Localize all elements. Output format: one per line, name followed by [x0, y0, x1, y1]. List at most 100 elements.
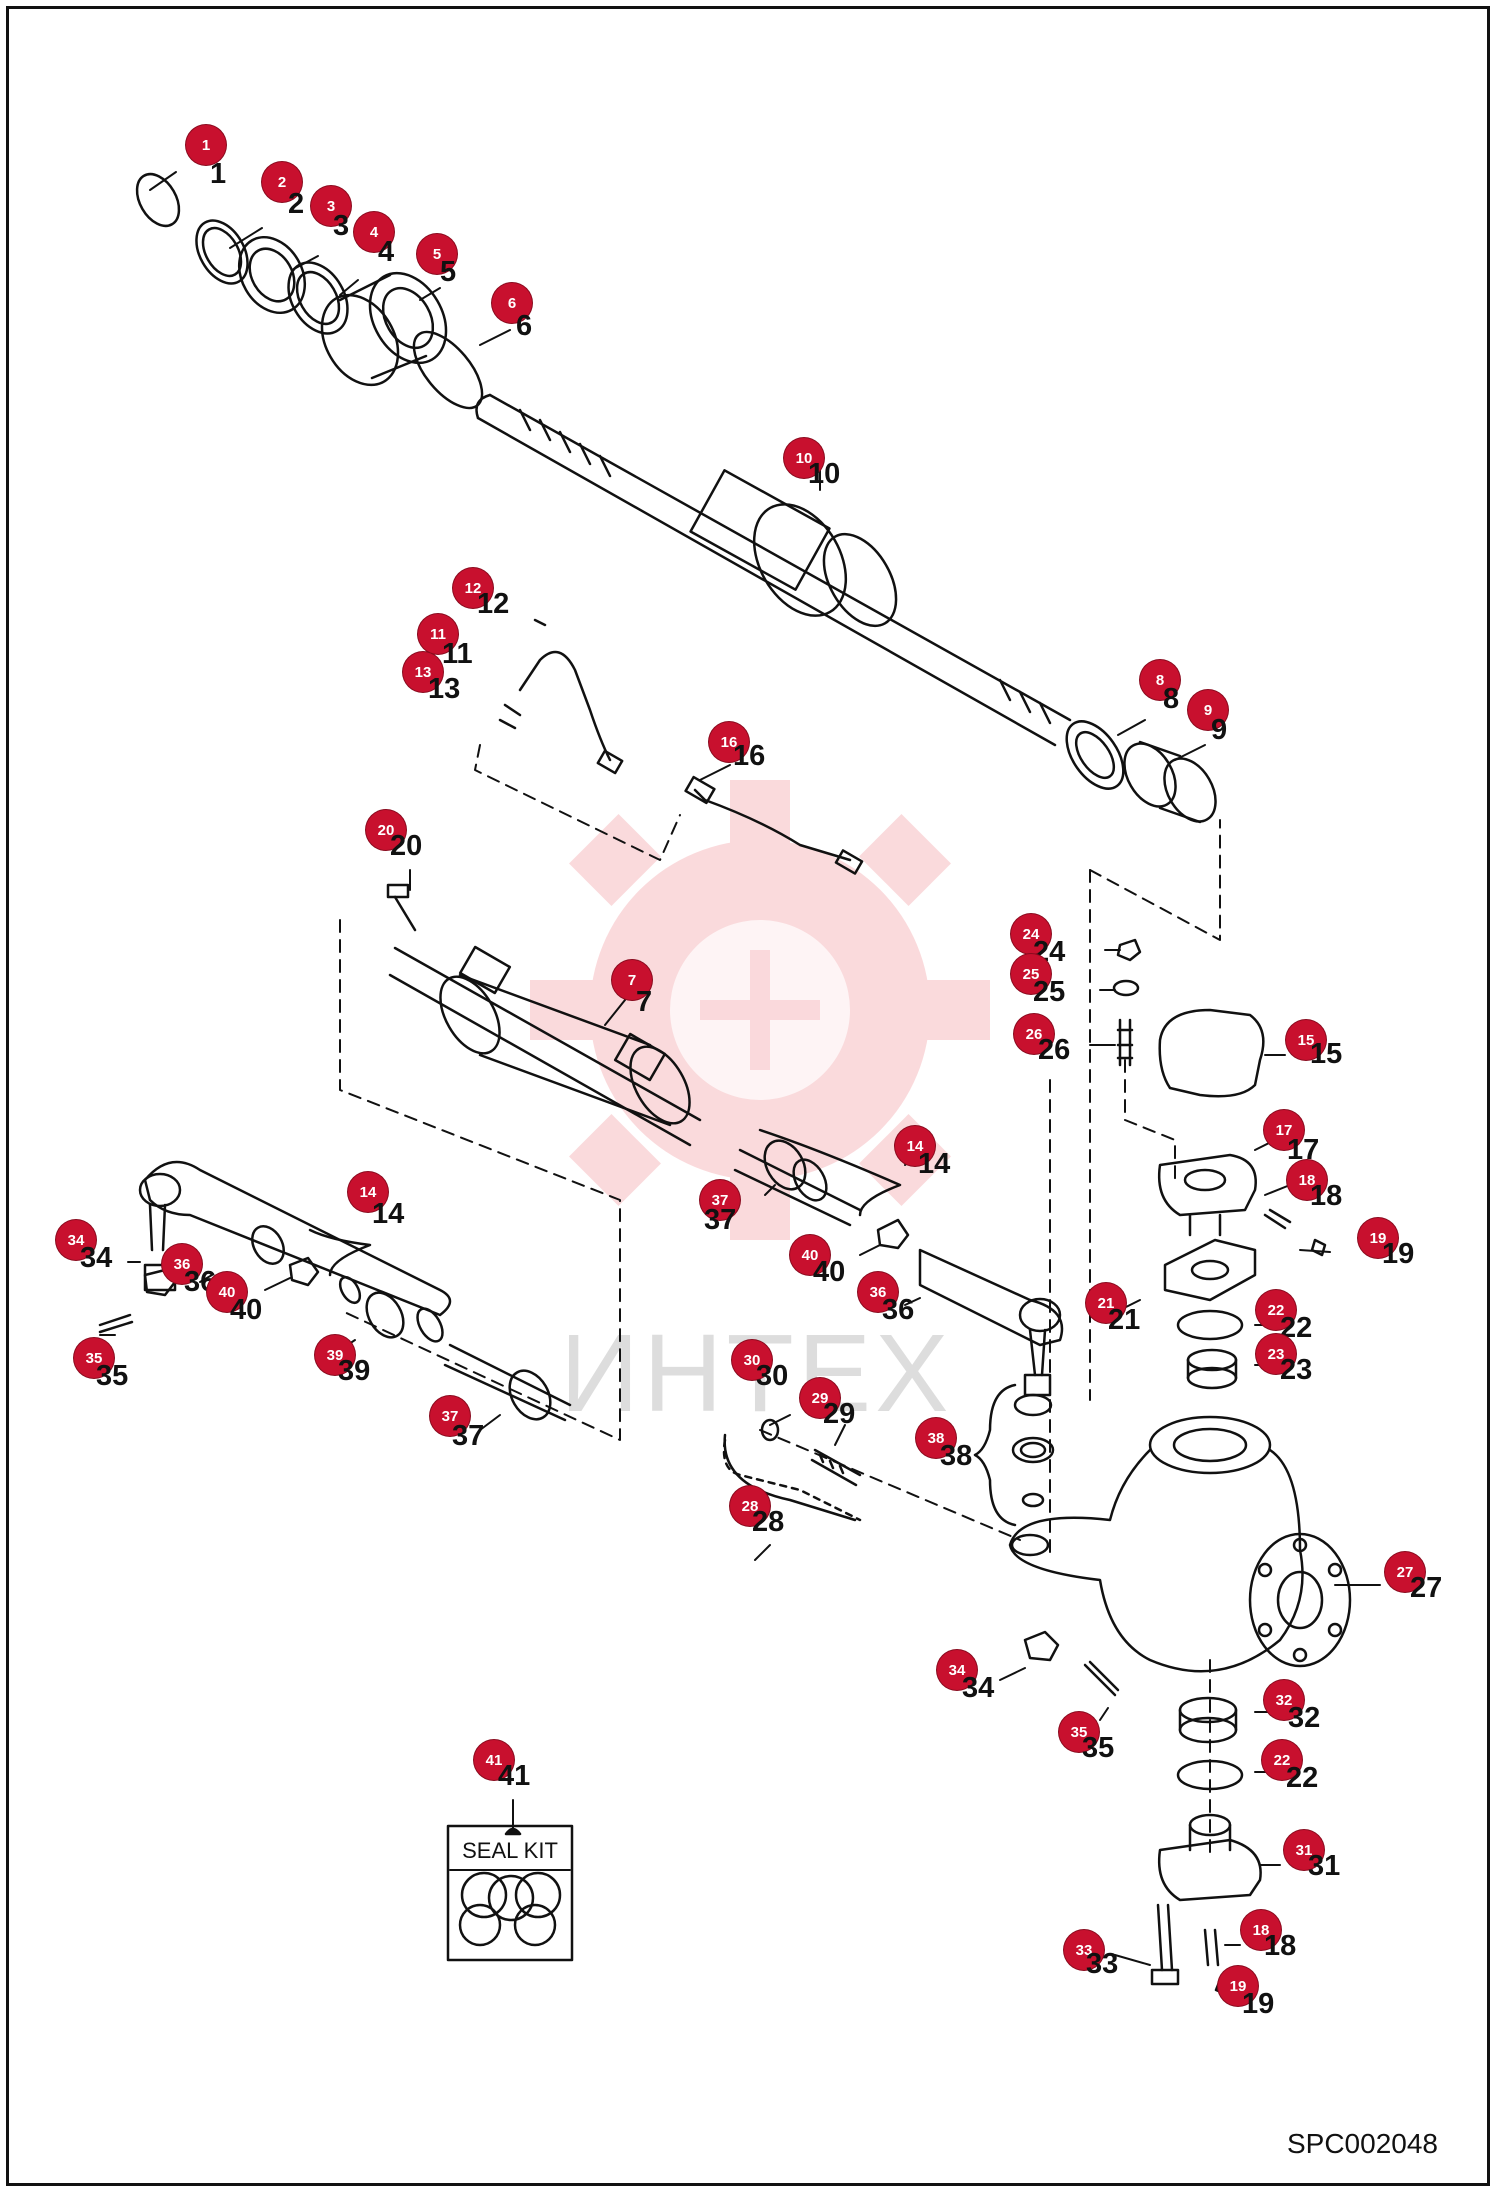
callout-badge[interactable]: 36 [858, 1272, 898, 1312]
callout-badge[interactable]: 40 [207, 1272, 247, 1312]
cotter-pin-35-lower [1083, 1660, 1120, 1697]
callout-badge[interactable]: 6 [492, 283, 532, 323]
part-number-label: 18 [1264, 1930, 1297, 1962]
callout-badge[interactable]: 7 [612, 960, 652, 1000]
seal-kit-label: SEAL KIT [462, 1838, 558, 1863]
brace-14-right [758, 1128, 902, 1217]
part-number-label: 18 [1310, 1180, 1343, 1212]
callout-badge[interactable]: 4 [354, 212, 394, 252]
part-number-label: 23 [1280, 1354, 1313, 1386]
callout-badge[interactable]: 35 [1059, 1712, 1099, 1752]
part-number-label: 40 [230, 1294, 263, 1326]
callout-badge[interactable]: 29 [800, 1378, 840, 1418]
callout-badge[interactable]: 15 [1286, 1020, 1326, 1060]
stud-26 [1116, 1018, 1134, 1067]
nut-40-right [876, 1218, 910, 1250]
bolt-33 [1150, 1903, 1180, 1986]
callout-badge[interactable]: 27 [1385, 1552, 1425, 1592]
callout-badge[interactable]: 9 [1188, 690, 1228, 730]
callout-badge[interactable]: 38 [916, 1418, 956, 1458]
part-number-label: 8 [1163, 683, 1180, 715]
part-number-label: 39 [338, 1355, 371, 1387]
nut-40-left [288, 1256, 320, 1287]
part-number-label: 27 [1410, 1572, 1443, 1604]
steering-knuckle-27 [1008, 1415, 1352, 1673]
callout-badge[interactable]: 17 [1264, 1110, 1304, 1150]
callout-badge[interactable]: 1 [186, 125, 226, 165]
bushing-9 [1123, 740, 1217, 824]
callout-badge[interactable]: 18 [1287, 1160, 1327, 1200]
callout-badge[interactable]: 26 [1014, 1014, 1054, 1054]
part-number-label: 3 [333, 210, 350, 242]
callout-badge[interactable]: 2 [262, 162, 302, 202]
callout-badge[interactable]: 25 [1011, 954, 1051, 994]
callout-badge[interactable]: 3 [311, 186, 351, 226]
harness-16 [684, 775, 864, 875]
part-number-label: 34 [80, 1242, 113, 1274]
bearing-23 [1186, 1348, 1238, 1390]
callout-badge[interactable]: 34 [56, 1220, 96, 1260]
part-number-label: 4 [378, 236, 395, 268]
o-ring-6 [412, 330, 484, 410]
cotter-pin-35-left [98, 1313, 134, 1334]
steering-cylinder-7 [388, 945, 702, 1147]
callout-badge[interactable]: 12 [453, 568, 493, 608]
callout-badge[interactable]: 19 [1358, 1218, 1398, 1258]
callout-badge[interactable]: 30 [732, 1340, 772, 1380]
snap-ring-1 [135, 172, 181, 228]
kingpin-cap-31 [1157, 1813, 1262, 1902]
o-ring-22-bottom [1176, 1759, 1244, 1791]
brace-14-left [308, 1228, 372, 1277]
nut-24 [1116, 938, 1142, 962]
callout-badge[interactable]: 21 [1086, 1283, 1126, 1323]
part-number-label: 16 [733, 740, 766, 772]
part-number-label: 7 [636, 986, 653, 1018]
callout-badge[interactable]: 39 [315, 1335, 355, 1375]
callout-badge[interactable]: 32 [1264, 1680, 1304, 1720]
callout-badge[interactable]: 18 [1241, 1910, 1281, 1950]
speed-sensor-11 [498, 618, 624, 775]
o-ring-22-top [1176, 1309, 1244, 1341]
part-number-label: 31 [1308, 1850, 1341, 1882]
washer-25 [1112, 979, 1140, 997]
callout-badge[interactable]: 22 [1262, 1740, 1302, 1780]
callout-badge[interactable]: 33 [1064, 1930, 1104, 1970]
callout-badge[interactable]: 37 [430, 1396, 470, 1436]
callout-badge[interactable]: 34 [937, 1650, 977, 1690]
callout-badge[interactable]: 13 [403, 652, 443, 692]
part-number-label: 36 [882, 1294, 915, 1326]
part-number-label: 38 [940, 1440, 973, 1472]
callout-badge[interactable]: 36 [162, 1244, 202, 1284]
callout-badge[interactable]: 40 [790, 1235, 830, 1275]
callout-badge[interactable]: 11 [418, 614, 458, 654]
part-number-label: 25 [1033, 976, 1066, 1008]
callout-badge[interactable]: 19 [1218, 1966, 1258, 2006]
cap-15 [1158, 1008, 1265, 1098]
part-number-label: 19 [1242, 1988, 1275, 2020]
callout-badge[interactable]: 8 [1140, 660, 1180, 700]
callout-badge[interactable]: 37 [700, 1180, 740, 1220]
callout-badge[interactable]: 28 [730, 1486, 770, 1526]
callout-badge[interactable]: 14 [895, 1126, 935, 1166]
nut-34-left [143, 1268, 177, 1297]
callout-badge[interactable]: 35 [74, 1338, 114, 1378]
tie-rod-end-left-37 [443, 1343, 572, 1422]
callout-badge[interactable]: 41 [474, 1740, 514, 1780]
part-number-label: 34 [962, 1672, 995, 1704]
callout-badge[interactable]: 10 [784, 438, 824, 478]
callout-badge[interactable]: 20 [366, 810, 406, 850]
bolt-20 [386, 883, 417, 932]
tie-rod-36-right [918, 1248, 1064, 1397]
callout-badge[interactable]: 14 [348, 1172, 388, 1212]
callout-badge[interactable]: 24 [1011, 914, 1051, 954]
callout-badge[interactable]: 23 [1256, 1334, 1296, 1374]
brace-28 [723, 1433, 857, 1522]
callout-badge[interactable]: 16 [709, 722, 749, 762]
callout-badge[interactable]: 31 [1284, 1830, 1324, 1870]
part-number-label: 35 [96, 1360, 129, 1392]
callout-badge[interactable]: 22 [1256, 1290, 1296, 1330]
callout-badge[interactable]: 5 [417, 234, 457, 274]
part-number-label: 37 [704, 1204, 737, 1236]
part-number-label: 11 [442, 638, 473, 670]
